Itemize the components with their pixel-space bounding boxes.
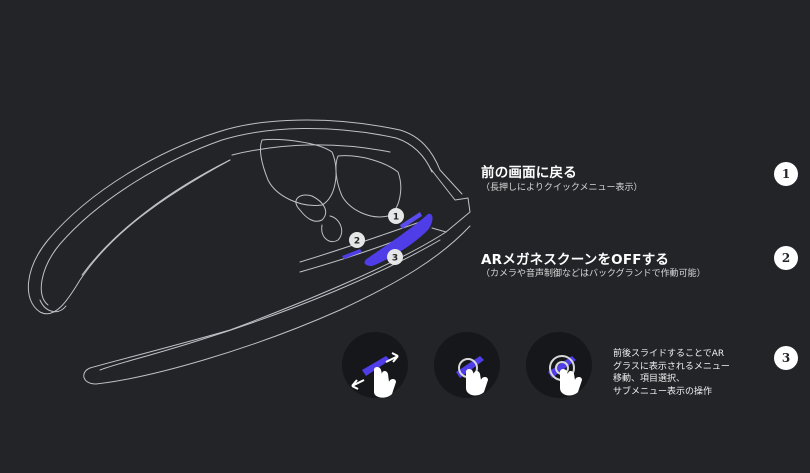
touch-strip-top [400, 212, 422, 229]
tap-gesture-icon [434, 332, 500, 398]
swipe-gesture-icon [342, 332, 408, 398]
callout-1-title: 前の画面に戻る [481, 165, 577, 181]
step-circle-2: 2 [774, 246, 798, 270]
gesture-line: 移動、項目選択、 [613, 374, 686, 384]
callout-2-title: ARメガネスクーンをOFFする [481, 252, 670, 268]
callout-2-subtitle: （カメラや音声制御などはバックグランドで作動可能） [481, 269, 706, 279]
gesture-line: 前後スライドすることでAR [613, 349, 725, 359]
step-circle-1: 1 [774, 162, 798, 186]
device-label-2: 2 [349, 232, 365, 248]
svg-text:2: 2 [354, 237, 360, 247]
touch-strip-main [364, 213, 433, 266]
device-label-1: 1 [388, 208, 404, 224]
callout-1-subtitle: （長押しによりクイックメニュー表示） [481, 183, 643, 193]
gesture-line: グラスに表示されるメニュー [613, 361, 730, 372]
device-label-3: 3 [387, 249, 403, 265]
gesture-line: サブメニュー表示の操作 [613, 386, 713, 397]
step-circle-3: 3 [774, 346, 798, 370]
press-hold-gesture-icon [526, 332, 592, 398]
gesture-description: 前後スライドすることでAR グラスに表示されるメニュー 移動、項目選択、 サブメ… [613, 348, 763, 398]
touch-strip-small [342, 249, 362, 259]
svg-text:1: 1 [393, 213, 399, 223]
svg-text:3: 3 [392, 254, 398, 264]
